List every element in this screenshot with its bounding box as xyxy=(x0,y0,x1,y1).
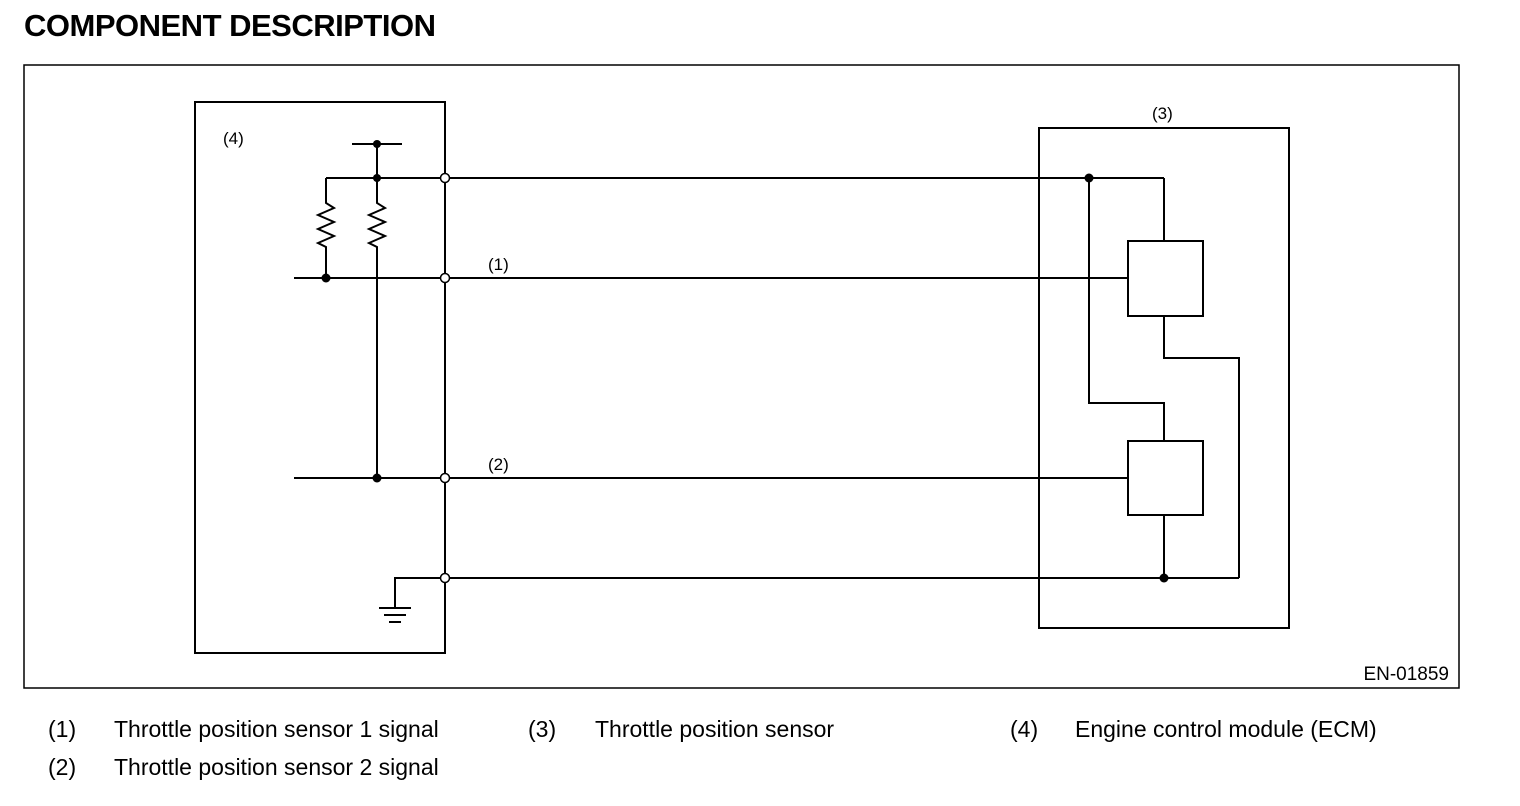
pullup-resistor-2 xyxy=(366,178,388,478)
ecm-label: (4) xyxy=(223,129,244,148)
ecm-terminal-signal-1 xyxy=(439,272,451,284)
sensor-element-2 xyxy=(1127,440,1204,516)
sensor-supply-branch xyxy=(1088,178,1165,441)
legend-num-3: (3) xyxy=(528,716,557,742)
pullup-resistor-1 xyxy=(315,178,337,278)
ecm-terminal-signal-2 xyxy=(439,472,451,484)
figure-code: EN-01859 xyxy=(1363,664,1449,685)
sensor-label: (3) xyxy=(1152,104,1173,123)
ecm-box xyxy=(194,101,446,654)
signal-1-node xyxy=(321,273,331,283)
sensor-element-1 xyxy=(1127,240,1204,317)
sensor-ground-node xyxy=(1159,573,1169,583)
wire-1-label: (1) xyxy=(488,255,509,274)
legend-text-3: Throttle position sensor xyxy=(595,716,835,742)
power-node xyxy=(373,140,381,148)
legend-num-4: (4) xyxy=(1010,716,1039,742)
legend-text-2: Throttle position sensor 2 signal xyxy=(114,754,439,780)
signal-2-node xyxy=(372,473,382,483)
wire-2-label: (2) xyxy=(488,455,509,474)
ecm-terminal-ground xyxy=(439,572,451,584)
ecm-ground-internal xyxy=(394,577,445,608)
legend-text-4: Engine control module (ECM) xyxy=(1075,716,1377,742)
legend-text-1: Throttle position sensor 1 signal xyxy=(114,716,439,742)
page-title: COMPONENT DESCRIPTION xyxy=(24,8,436,43)
legend-num-1: (1) xyxy=(48,716,77,742)
sensor-element-1-return xyxy=(1163,316,1240,578)
legend-num-2: (2) xyxy=(48,754,77,780)
sensor-box xyxy=(1038,127,1290,629)
diagram-frame xyxy=(23,64,1460,689)
ecm-terminal-power xyxy=(439,172,451,184)
